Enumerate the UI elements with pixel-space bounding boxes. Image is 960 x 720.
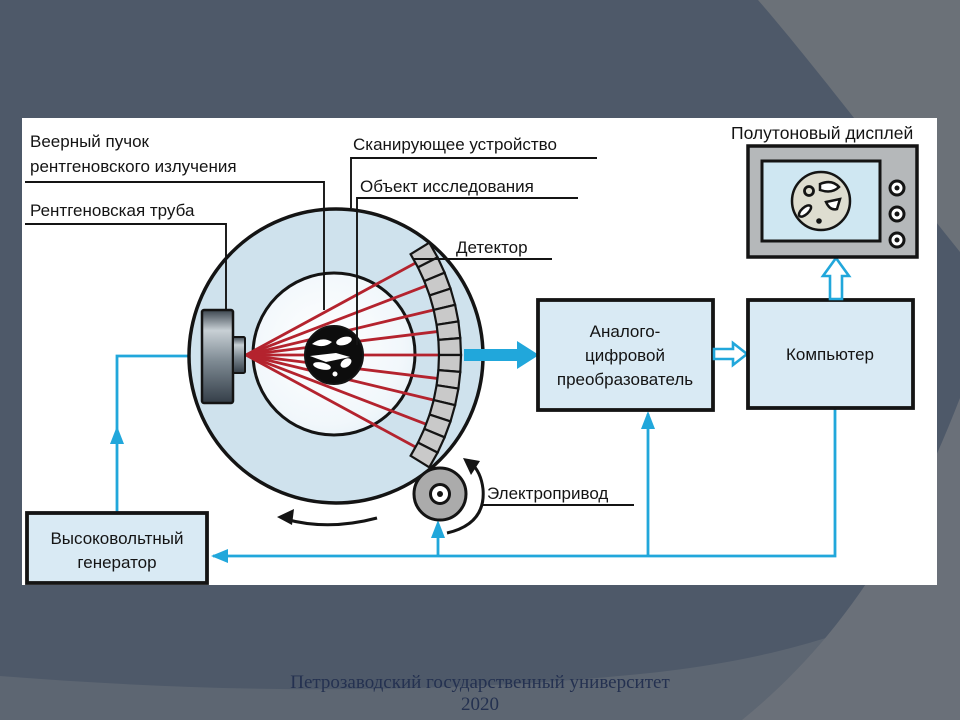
generator-label-line2: генератор <box>77 553 156 572</box>
object-label: Объект исследования <box>360 177 534 196</box>
adc-rect <box>536 298 715 412</box>
xray-beam <box>245 353 437 430</box>
detector-label: Детектор <box>456 238 528 257</box>
generator-to-tube-line <box>115 354 202 513</box>
adc-label-line3: преобразователь <box>557 370 693 389</box>
drive-rotation-arrowhead <box>463 458 480 475</box>
computer-rect <box>746 298 915 410</box>
up-arrowhead <box>641 411 655 429</box>
up-arrowhead <box>431 520 445 538</box>
xray-tube <box>200 308 246 405</box>
footer-line1: Петрозаводский государственный университ… <box>290 672 670 693</box>
up-arrowhead <box>110 426 124 444</box>
object-blob <box>332 371 338 377</box>
ct-image-blob <box>803 185 815 197</box>
ct-image-blob <box>797 204 813 218</box>
adc-label-line2: цифровой <box>585 346 665 365</box>
xray-beam <box>245 256 426 357</box>
footer-line2: 2020 <box>461 694 499 715</box>
ct-image-blob <box>824 197 842 211</box>
generator-box: Высоковольтный генератор <box>25 511 209 585</box>
signal-circuit <box>110 354 837 563</box>
fan-beam-leader-line <box>25 181 325 310</box>
object-blob <box>340 358 352 368</box>
drive-label: Электропривод <box>487 484 608 503</box>
slide-footer: Петрозаводский государственный университ… <box>290 672 670 715</box>
display-monitor <box>746 144 919 259</box>
object-leader-line <box>356 197 578 345</box>
knob-dot <box>894 211 900 217</box>
gantry-rotation-arrowhead <box>277 509 294 525</box>
background-top-right-swoosh <box>758 0 960 252</box>
drive-axle <box>437 491 443 497</box>
fan-beam-label-line2: рентгеновского излучения <box>30 157 237 176</box>
adc-box: Аналого- цифровой преобразователь <box>536 298 715 412</box>
generator-rect <box>25 511 209 585</box>
tube-nozzle <box>232 336 246 374</box>
drive-rotation-arrow <box>446 461 485 535</box>
xray-tube-label: Рентгеновская труба <box>30 201 195 220</box>
knob-dot <box>894 237 900 243</box>
fan-beam-label-line1: Веерный пучок <box>30 132 150 151</box>
adc-to-computer-arrow <box>712 340 750 368</box>
ct-image-blob <box>816 218 822 224</box>
object-blob <box>313 362 331 370</box>
computer-to-display-arrow <box>820 255 852 301</box>
object-blob <box>312 339 332 347</box>
xray-tube-leader-line <box>25 223 227 309</box>
object-blob <box>310 353 350 362</box>
electric-drive <box>412 458 485 535</box>
detector-segment <box>437 336 463 357</box>
xray-beam <box>245 353 426 454</box>
object-texture <box>310 336 352 377</box>
scanner-leader-line <box>350 157 597 208</box>
left-arrowhead <box>211 549 228 563</box>
detector-segment <box>435 320 462 342</box>
detector-array <box>409 241 463 469</box>
background-bottom-swoosh <box>0 576 960 720</box>
gantry-rotation-arrow <box>284 516 378 527</box>
computer-box: Компьютер <box>746 298 915 410</box>
generator-label-line1: Высоковольтный <box>50 529 183 548</box>
display-label: Полутоновый дисплей <box>731 123 913 143</box>
background-bottom-right-swoosh <box>742 398 960 720</box>
object-blob <box>336 336 352 346</box>
scanner-label: Сканирующее устройство <box>353 135 557 154</box>
xray-beam <box>245 280 437 357</box>
monitor-knobs <box>888 179 906 249</box>
ct-image-blob <box>818 180 841 193</box>
scanned-object <box>304 325 364 385</box>
computer-feedback-line <box>213 408 837 558</box>
adc-label-line1: Аналого- <box>590 322 661 341</box>
tube-body <box>200 308 235 405</box>
callouts: Веерный пучок рентгеновского излучения Р… <box>25 123 913 506</box>
detector-signal-arrow <box>464 341 539 369</box>
computer-label: Компьютер <box>786 345 874 364</box>
knob-dot <box>894 185 900 191</box>
detector-segment <box>409 441 440 469</box>
